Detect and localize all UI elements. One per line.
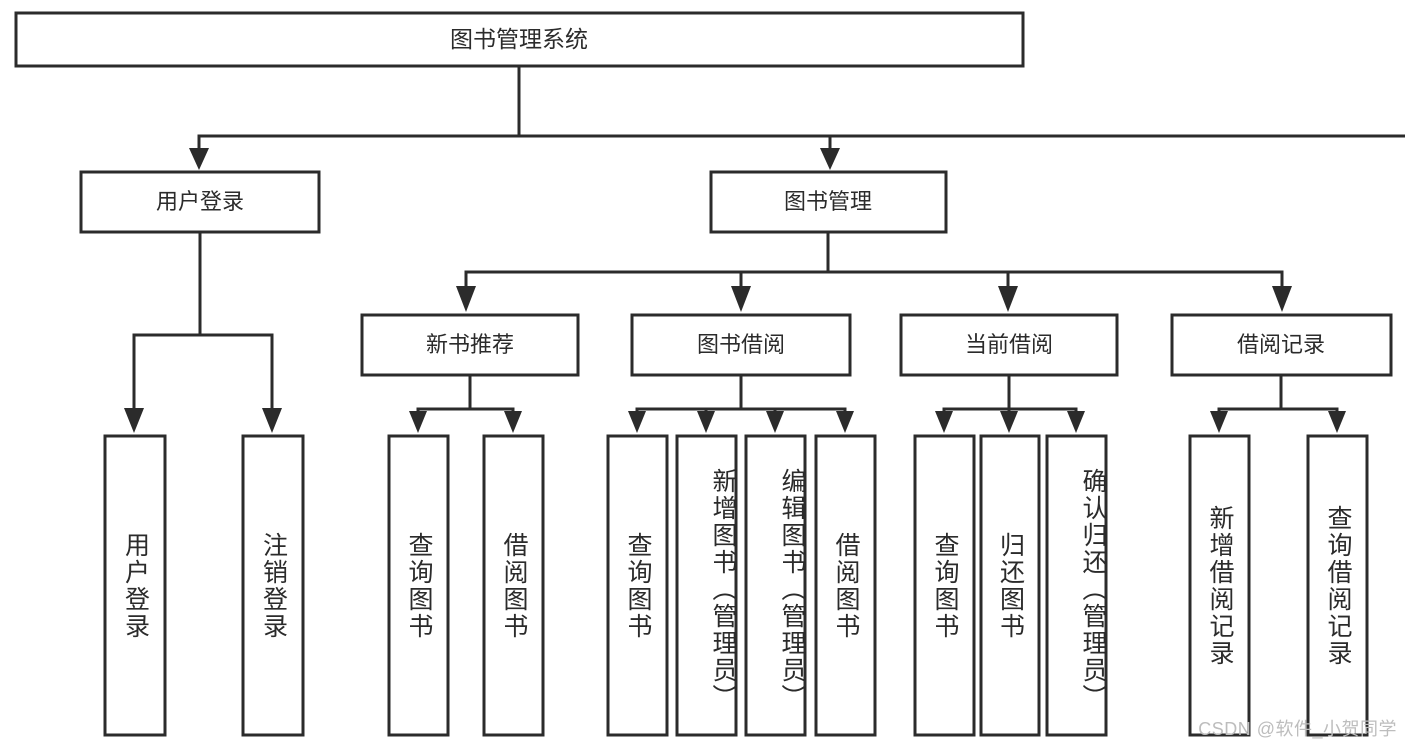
- node-borrow-record[interactable]: 借阅记录: [1170, 313, 1393, 377]
- connector-new-book-rec-to-leaves: [409, 373, 522, 433]
- node-current-borrow-box[interactable]: [899, 313, 1119, 377]
- connector-book-manage-to-level3: [456, 230, 1292, 312]
- connector-user-login-to-leaves: [124, 230, 282, 433]
- leaf-box-new-book-rec-1[interactable]: [482, 434, 545, 737]
- leaf-box-user-login-1[interactable]: [241, 434, 305, 737]
- arrow-to-book-manage: [820, 148, 840, 170]
- leaf-box-user-login-0[interactable]: [103, 434, 167, 737]
- connector-book-borrow-to-leaves: [628, 373, 854, 433]
- node-root-label: 图书管理系统: [450, 26, 588, 52]
- node-borrow-record-label: 借阅记录: [1237, 332, 1325, 357]
- leaf-box-borrow-record-0[interactable]: [1188, 434, 1251, 737]
- node-new-book-rec-box[interactable]: [360, 313, 580, 377]
- leaf-box-current-borrow-1[interactable]: [979, 434, 1041, 737]
- connector-current-borrow-to-leaves: [935, 373, 1085, 433]
- node-book-borrow[interactable]: 图书借阅: [630, 313, 852, 377]
- node-user-login-box[interactable]: [79, 170, 321, 234]
- leaf-box-borrow-record-1[interactable]: [1306, 434, 1369, 737]
- leaf-box-book-borrow-0[interactable]: [606, 434, 669, 737]
- node-user-login-label: 用户登录: [156, 189, 244, 214]
- arrow-to-user-login: [189, 148, 209, 170]
- leaf-box-current-borrow-2[interactable]: [1045, 434, 1108, 737]
- node-root[interactable]: 图书管理系统: [14, 11, 1025, 68]
- leaf-box-new-book-rec-0[interactable]: [387, 434, 450, 737]
- node-book-manage[interactable]: 图书管理: [709, 170, 948, 234]
- node-user-login[interactable]: 用户登录: [79, 170, 321, 234]
- leaf-box-book-borrow-1[interactable]: [675, 434, 738, 737]
- connector-root-to-level2: [189, 64, 1405, 170]
- leaf-box-current-borrow-0[interactable]: [913, 434, 976, 737]
- node-book-manage-label: 图书管理: [784, 189, 872, 214]
- node-current-borrow[interactable]: 当前借阅: [899, 313, 1119, 377]
- node-current-borrow-label: 当前借阅: [965, 332, 1053, 357]
- connector-borrow-record-to-leaves: [1210, 373, 1346, 433]
- node-book-borrow-label: 图书借阅: [697, 332, 785, 357]
- node-new-book-rec-label: 新书推荐: [426, 332, 514, 357]
- leaf-box-book-borrow-3[interactable]: [814, 434, 877, 737]
- leaf-box-book-borrow-2[interactable]: [744, 434, 807, 737]
- node-root-box[interactable]: [14, 11, 1025, 68]
- node-new-book-rec[interactable]: 新书推荐: [360, 313, 580, 377]
